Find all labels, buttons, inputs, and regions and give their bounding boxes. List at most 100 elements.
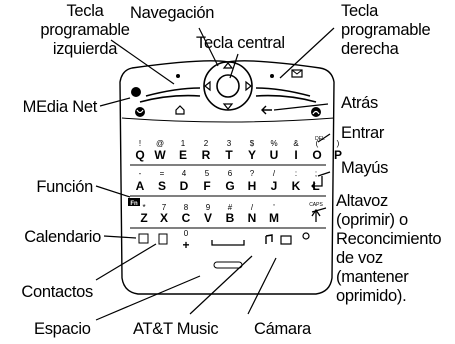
enter-icon: [311, 176, 323, 190]
key-v: V: [204, 211, 212, 225]
key-u: U: [270, 148, 279, 162]
left-softkey: [139, 87, 201, 103]
label-altavoz-line1: Altavoz: [336, 192, 389, 210]
key-j-symbol: /: [273, 169, 276, 178]
label-tecla-derecha: Tecla programable derecha: [341, 2, 431, 59]
key-s: S: [158, 179, 166, 193]
speaker-icon: [302, 232, 310, 240]
key-x-symbol: 7: [162, 203, 167, 212]
key-b: B: [226, 211, 235, 225]
key-w: W: [154, 148, 166, 162]
label-att-music: AT&T Music: [133, 320, 219, 338]
key-z-symbol: *: [142, 203, 145, 212]
key-a: A: [136, 179, 145, 193]
label-tecla-izquierda-line3: izquierda: [52, 40, 118, 58]
label-tecla-derecha-line2: programable: [341, 21, 431, 39]
key-zero-symbol: 0: [184, 229, 189, 238]
key-g-symbol: 6: [228, 169, 233, 178]
camera-icon: [280, 235, 292, 245]
contacts-icon: [158, 233, 168, 245]
key-r-symbol: 2: [204, 139, 209, 148]
fn-key-label: Fn: [130, 201, 138, 207]
key-f: F: [203, 179, 210, 193]
key-l-symbol: ;: [315, 169, 317, 178]
label-tecla-derecha-line1: Tecla: [341, 2, 379, 20]
label-altavoz-line5: (mantener: [336, 268, 409, 286]
label-altavoz-line3: Reconcimiento: [336, 230, 442, 248]
caps-label: CAPS: [309, 202, 323, 208]
calendar-icon: [138, 233, 149, 244]
key-j: J: [271, 179, 278, 193]
label-altavoz-line2: (oprimir) o: [336, 211, 408, 229]
key-y-symbol: $: [250, 139, 255, 148]
key-x: X: [160, 211, 168, 225]
key-h-symbol: ?: [250, 169, 255, 178]
shift-arrow-icon: [311, 208, 321, 222]
key-n-symbol: /: [251, 203, 254, 212]
key-h: H: [248, 179, 257, 193]
key-t: T: [225, 148, 233, 162]
label-calendario: Calendario: [24, 228, 101, 246]
label-altavoz: Altavoz (oprimir) o Reconcimiento de voz…: [336, 192, 442, 306]
key-g: G: [225, 179, 234, 193]
key-n: N: [248, 211, 257, 225]
bottom-connector: [213, 261, 243, 269]
label-navegacion: Navegación: [130, 4, 215, 22]
send-icon: [135, 107, 145, 117]
label-tecla-izquierda-line2: programable: [40, 21, 130, 39]
key-p: P: [334, 148, 342, 162]
right-softkey: [255, 87, 317, 103]
fn-key: [128, 198, 140, 206]
left-softkey-dot: [176, 74, 180, 78]
key-o: O: [312, 148, 321, 162]
key-i-symbol: &: [293, 139, 299, 148]
label-altavoz-line6: oprimido).: [336, 287, 407, 305]
label-atras: Atrás: [341, 94, 379, 112]
center-key: [216, 74, 240, 98]
key-y: Y: [248, 148, 256, 162]
key-b-symbol: #: [228, 203, 233, 212]
key-i: I: [294, 148, 297, 162]
end-icon: [311, 107, 321, 117]
key-d-symbol: 4: [182, 169, 187, 178]
key-f-symbol: 5: [205, 169, 210, 178]
key-k: K: [292, 179, 301, 193]
key-m-symbol: ': [273, 203, 275, 212]
space-icon: [211, 240, 245, 246]
key-u-symbol: %: [270, 139, 277, 148]
key-q: Q: [135, 148, 144, 162]
media-net-icon: [130, 85, 142, 97]
key-e-symbol: 1: [181, 139, 186, 148]
key-e: E: [179, 148, 187, 162]
key-v-symbol: 9: [206, 203, 211, 212]
label-altavoz-line4: de voz: [336, 249, 383, 267]
label-tecla-derecha-line3: derecha: [341, 40, 399, 58]
music-note-icon: [265, 234, 273, 244]
label-tecla-izquierda-line1: Tecla: [66, 2, 104, 20]
key-t-symbol: 3: [227, 139, 232, 148]
key-p-symbol: ): [337, 139, 340, 148]
label-contactos: Contactos: [21, 283, 93, 301]
label-camara: Cámara: [254, 320, 311, 338]
label-espacio: Espacio: [34, 320, 91, 338]
key-k-symbol: :: [295, 169, 297, 178]
key-w-symbol: @: [156, 139, 164, 148]
label-entrar: Entrar: [341, 124, 385, 142]
right-softkey-dot: [270, 74, 274, 78]
top-keys-divider: [121, 117, 335, 123]
key-zero: +: [182, 238, 189, 252]
label-tecla-izquierda: Tecla programable izquierda: [30, 2, 140, 59]
key-c: C: [182, 211, 191, 225]
key-a-symbol: -: [139, 169, 142, 178]
key-m: M: [269, 211, 279, 225]
key-o-symbol: (: [316, 139, 319, 148]
key-d: D: [180, 179, 189, 193]
key-z: Z: [140, 211, 147, 225]
key-s-symbol: =: [160, 169, 165, 178]
key-r: R: [202, 148, 211, 162]
label-tecla-central: Tecla central: [196, 34, 285, 52]
key-q-symbol: !: [139, 139, 141, 148]
del-label: DEL: [315, 136, 325, 142]
